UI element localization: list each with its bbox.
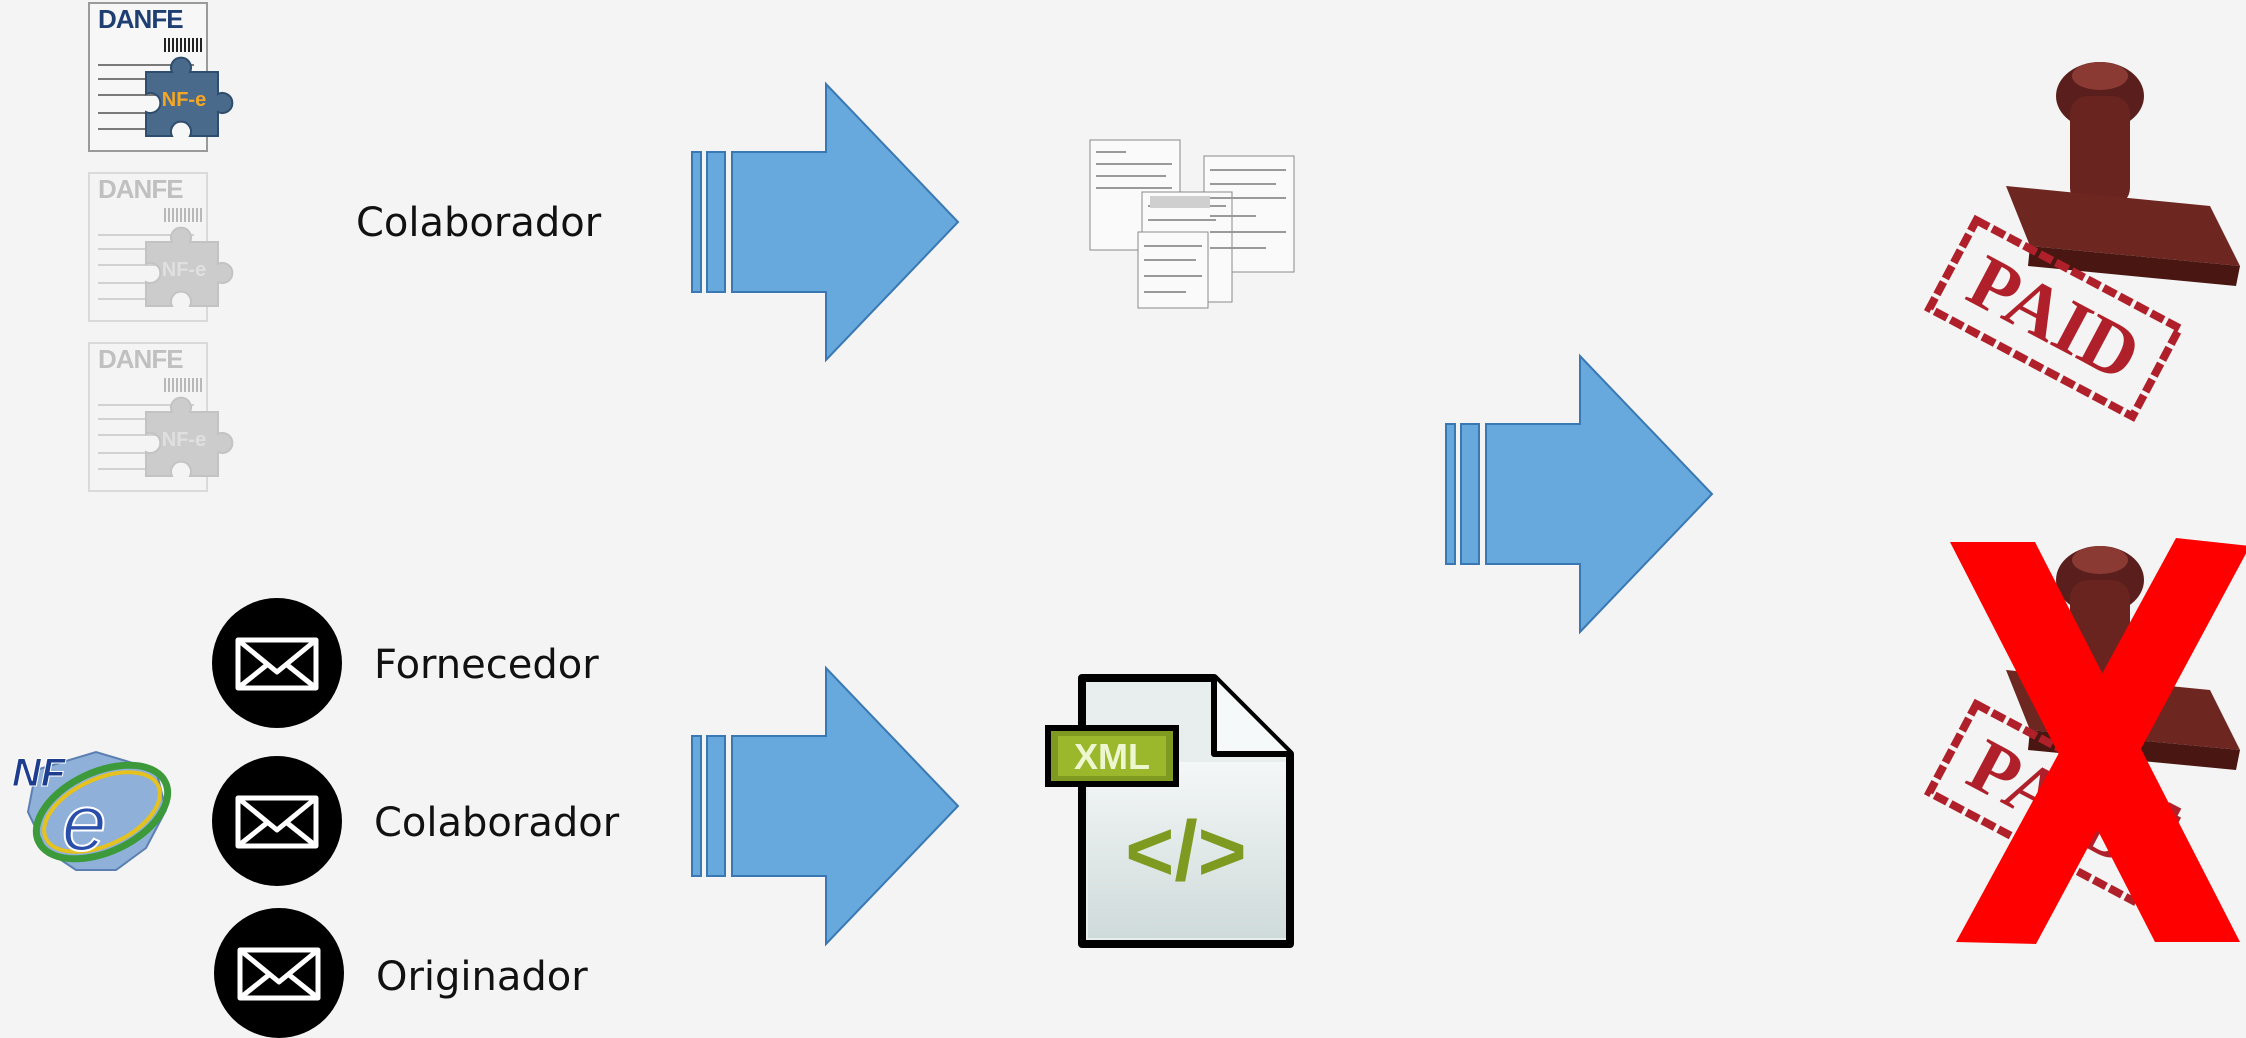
nfe-badge: NF-e [162, 89, 206, 111]
email-icon [212, 598, 342, 728]
sender-label-colaborador: Colaborador [374, 800, 620, 846]
nfe-logo-letter: e [62, 778, 107, 867]
scanned-documents-icon [1089, 139, 1295, 309]
nfe-logo-icon: NF e [12, 751, 172, 871]
email-icon [214, 908, 344, 1038]
nfe-puzzle-icon: NF-e [145, 226, 234, 307]
danfe-title: DANFE [98, 174, 184, 204]
nfe-puzzle-icon: NF-e [145, 56, 234, 137]
arrow-bottom-icon [691, 665, 960, 947]
nfe-badge: NF-e [162, 429, 206, 451]
xml-tag-text: XML [1074, 736, 1150, 777]
top-flow-label: Colaborador [356, 200, 602, 246]
danfe-document: DANFE NF-e [88, 2, 248, 152]
xml-code-text: </> [1125, 804, 1246, 898]
paid-stamp-icon: PAID [1923, 62, 2240, 422]
xml-file-icon: XML </> [1045, 674, 1294, 948]
sender-label-originador: Originador [376, 954, 588, 1000]
arrow-right-icon [1445, 353, 1714, 635]
nfe-logo-text: NF [12, 751, 67, 795]
nfe-puzzle-icon: NF-e [145, 396, 234, 477]
email-icon [212, 756, 342, 886]
danfe-title: DANFE [98, 4, 184, 34]
nfe-badge: NF-e [162, 259, 206, 281]
danfe-title: DANFE [98, 344, 184, 374]
danfe-document: DANFE NF-e [88, 172, 248, 322]
reject-x-icon [1950, 538, 2246, 944]
danfe-document: DANFE NF-e [88, 342, 248, 492]
sender-label-fornecedor: Fornecedor [374, 642, 599, 688]
arrow-top-icon [691, 81, 960, 363]
